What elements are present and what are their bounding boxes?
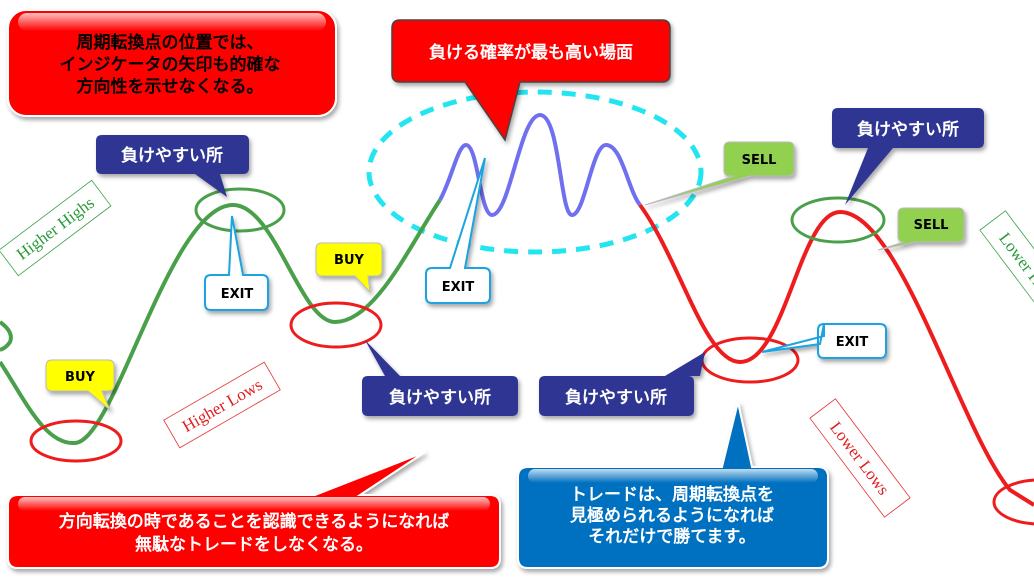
bottom-marker-2 xyxy=(289,301,383,349)
sell-signal-1: SELL xyxy=(644,141,795,206)
downtrend-curve xyxy=(638,203,1034,507)
higher-lows-label: Higher Lows xyxy=(163,361,281,449)
turning-point-warning-callout: 周期転換点の位置では、 インジケータの矢印も的確な 方向性を示せなくなる。 xyxy=(7,9,337,117)
svg-text:周期転換点の位置では、: 周期転換点の位置では、 xyxy=(77,32,264,53)
svg-text:BUY: BUY xyxy=(65,370,95,385)
weak-point-callout-1: 負けやすい所 xyxy=(96,135,249,197)
svg-text:方向性を示せなくなる。: 方向性を示せなくなる。 xyxy=(77,76,264,97)
svg-text:方向転換の時であることを認識できるようになれば: 方向転換の時であることを認識できるようになれば xyxy=(59,511,450,532)
weak-point-callout-4: 負けやすい所 xyxy=(832,108,984,205)
svg-text:負けやすい所: 負けやすい所 xyxy=(121,146,223,166)
svg-text:それだけで勝てます。: それだけで勝てます。 xyxy=(588,526,755,547)
prior-green-curve xyxy=(0,320,13,352)
svg-text:インジケータの矢印も的確な: インジケータの矢印も的確な xyxy=(60,54,281,75)
svg-text:EXIT: EXIT xyxy=(221,287,254,302)
svg-text:負けやすい所: 負けやすい所 xyxy=(389,388,491,408)
lower-highs-label: Lower Highs xyxy=(979,210,1034,330)
svg-text:見極められるようになれば: 見極められるようになれば xyxy=(569,505,774,526)
svg-text:トレードは、周期転換点を: トレードは、周期転換点を xyxy=(570,484,774,505)
svg-text:BUY: BUY xyxy=(334,253,364,268)
svg-text:無駄なトレードをしなくなる。: 無駄なトレードをしなくなる。 xyxy=(135,534,373,555)
svg-text:Higher Highs: Higher Highs xyxy=(13,193,98,264)
exit-signal-2: EXIT xyxy=(425,157,491,304)
svg-text:EXIT: EXIT xyxy=(442,280,475,295)
svg-text:Lower Lows: Lower Lows xyxy=(826,418,893,498)
exit-signal-1: EXIT xyxy=(204,215,269,311)
svg-text:負けやすい所: 負けやすい所 xyxy=(565,388,667,408)
weak-point-callout-3: 負けやすい所 xyxy=(539,352,705,416)
recognize-turn-callout: 方向転換の時であることを認識できるようになれば 無駄なトレードをしなくなる。 xyxy=(7,451,501,569)
svg-text:EXIT: EXIT xyxy=(836,335,869,350)
bottom-marker-1 xyxy=(29,419,123,463)
range-curve xyxy=(438,112,642,218)
higher-highs-label: Higher Highs xyxy=(0,179,112,277)
svg-text:SELL: SELL xyxy=(914,218,949,233)
sell-signal-2: SELL xyxy=(877,207,965,251)
svg-text:負けやすい所: 負けやすい所 xyxy=(857,120,959,140)
top-marker-2 xyxy=(790,196,886,244)
win-callout: トレードは、周期転換点を 見極められるようになれば それだけで勝てます。 xyxy=(517,401,829,569)
weak-point-callout-2: 負けやすい所 xyxy=(362,340,518,416)
high-risk-zone xyxy=(366,89,704,255)
highest-loss-probability-callout: 負ける確率が最も高い場面 xyxy=(391,19,671,142)
svg-text:SELL: SELL xyxy=(742,153,777,168)
buy-signal-2: BUY xyxy=(315,242,383,294)
top-marker-1 xyxy=(194,187,286,233)
svg-text:負ける確率が最も高い場面: 負ける確率が最も高い場面 xyxy=(429,42,633,63)
bottom-marker-4 xyxy=(992,478,1034,526)
buy-signal-1: BUY xyxy=(45,359,115,411)
exit-signal-3: EXIT xyxy=(761,322,887,359)
